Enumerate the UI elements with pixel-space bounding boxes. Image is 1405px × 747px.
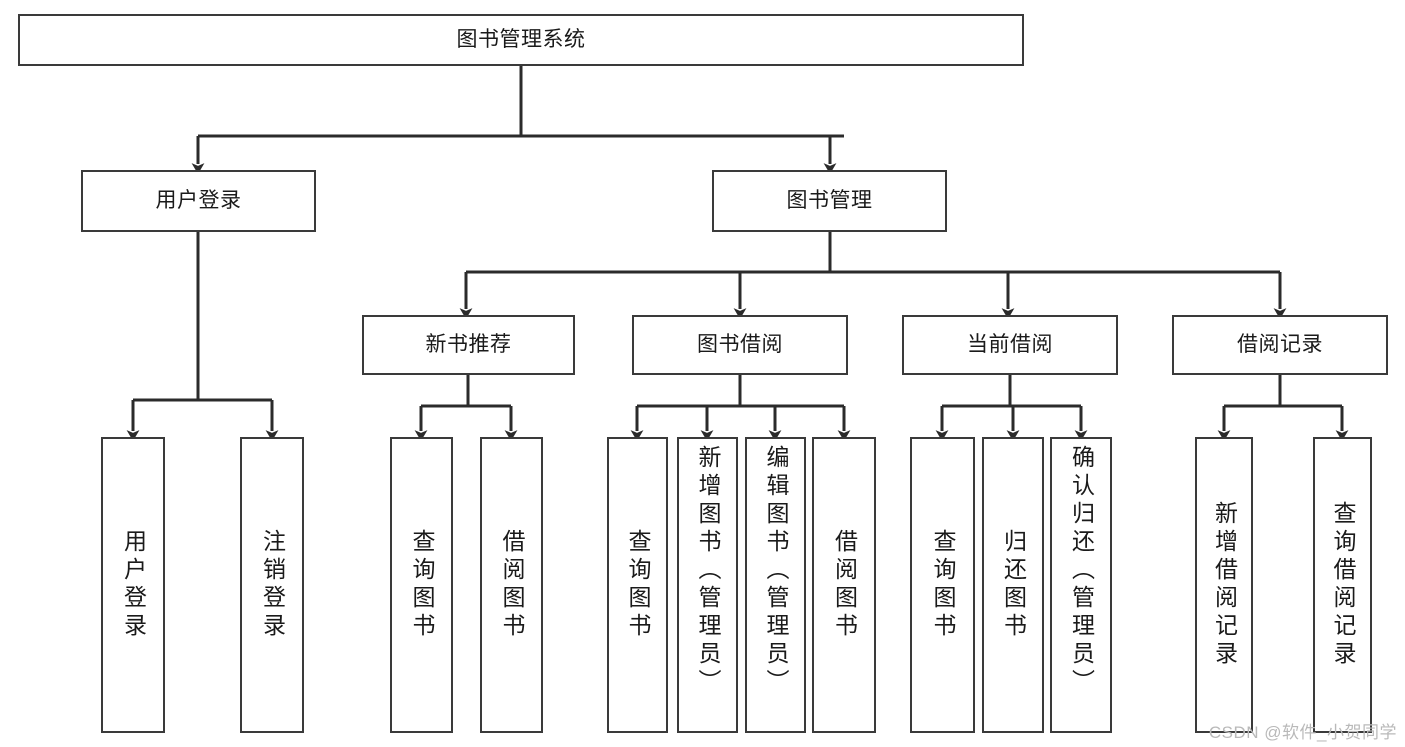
- node-leaf-4-label: 借阅图书: [499, 529, 525, 641]
- node-leaf-13[interactable]: 查询借阅记录: [1313, 437, 1372, 733]
- node-leaf-9[interactable]: 查询图书: [910, 437, 975, 733]
- node-leaf-6-label: 新增图书（管理员）: [695, 445, 721, 697]
- node-leaf-7[interactable]: 编辑图书（管理员）: [745, 437, 806, 733]
- node-leaf-10-label: 归还图书: [1000, 529, 1027, 641]
- node-level3-2-label: 图书借阅: [697, 332, 783, 356]
- node-leaf-5-label: 查询图书: [625, 529, 651, 641]
- node-level2-1-label: 用户登录: [155, 188, 242, 212]
- node-leaf-11[interactable]: 确认归还（管理员）: [1050, 437, 1112, 733]
- node-level3-3-label: 当前借阅: [967, 332, 1053, 356]
- node-root-label: 图书管理系统: [456, 27, 586, 51]
- node-level2-2[interactable]: 图书管理: [712, 170, 947, 232]
- node-leaf-13-label: 查询借阅记录: [1330, 501, 1356, 669]
- node-leaf-12-label: 新增借阅记录: [1211, 501, 1238, 669]
- node-leaf-7-label: 编辑图书（管理员）: [763, 445, 789, 697]
- node-leaf-8[interactable]: 借阅图书: [812, 437, 876, 733]
- node-level3-4-label: 借阅记录: [1237, 332, 1323, 356]
- node-leaf-10[interactable]: 归还图书: [982, 437, 1044, 733]
- node-level3-3[interactable]: 当前借阅: [902, 315, 1118, 375]
- node-level3-1[interactable]: 新书推荐: [362, 315, 575, 375]
- node-level2-2-label: 图书管理: [786, 188, 873, 212]
- node-leaf-8-label: 借阅图书: [831, 529, 858, 641]
- node-leaf-11-label: 确认归还（管理员）: [1068, 445, 1095, 697]
- node-level2-1[interactable]: 用户登录: [81, 170, 316, 232]
- node-leaf-5[interactable]: 查询图书: [607, 437, 668, 733]
- node-leaf-3[interactable]: 查询图书: [390, 437, 453, 733]
- node-leaf-4[interactable]: 借阅图书: [480, 437, 543, 733]
- node-leaf-3-label: 查询图书: [409, 529, 435, 641]
- node-root[interactable]: 图书管理系统: [18, 14, 1024, 66]
- node-level3-4[interactable]: 借阅记录: [1172, 315, 1388, 375]
- node-leaf-2[interactable]: 注销登录: [240, 437, 304, 733]
- watermark: CSDN @软件_小贺同学: [1208, 723, 1397, 742]
- node-leaf-1[interactable]: 用户登录: [101, 437, 165, 733]
- node-leaf-9-label: 查询图书: [930, 529, 956, 641]
- node-leaf-1-label: 用户登录: [120, 529, 147, 641]
- node-leaf-12[interactable]: 新增借阅记录: [1195, 437, 1253, 733]
- node-level3-1-label: 新书推荐: [425, 332, 512, 356]
- node-leaf-6[interactable]: 新增图书（管理员）: [677, 437, 738, 733]
- node-level3-2[interactable]: 图书借阅: [632, 315, 848, 375]
- node-leaf-2-label: 注销登录: [259, 529, 286, 641]
